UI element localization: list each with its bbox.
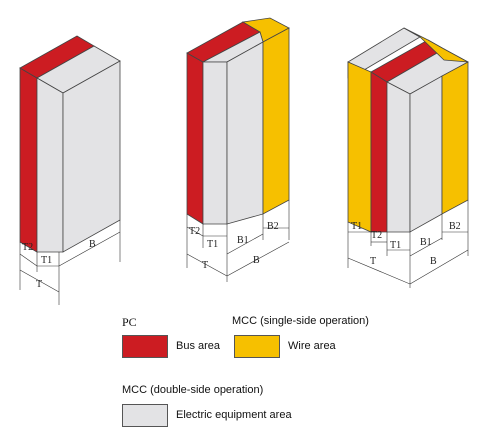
mcc-double-dimensions: T1 T2 T1 B1 B2 T B xyxy=(347,200,469,288)
pc-equipment-front xyxy=(36,77,64,253)
legend-equipment-label: Electric equipment area xyxy=(176,409,292,421)
mcc-double-bus-front xyxy=(370,71,388,233)
pc-equipment-side xyxy=(62,60,121,253)
mcc-single-cabinet xyxy=(186,17,290,225)
mcc-single-label-b2: B2 xyxy=(267,221,279,232)
mcc-double-wire-top-right xyxy=(403,27,469,63)
legend-bus-label: Bus area xyxy=(176,340,221,352)
mcc-single-eq-side xyxy=(226,41,264,225)
pc-cabinet xyxy=(19,35,121,253)
legend-mcc-double-title: MCC (double-side operation) xyxy=(122,384,264,396)
mcc-single-label-t: T xyxy=(202,260,208,271)
mcc-double-wire-front xyxy=(347,61,372,233)
mcc-double-label-b1: B1 xyxy=(420,237,432,248)
mcc-single-eq-front xyxy=(202,61,228,225)
mcc-double-cabinet xyxy=(347,27,469,233)
mcc-single-label-b: B xyxy=(253,255,260,266)
mcc-double-label-t2: T2 xyxy=(371,230,382,241)
legend-wire-label: Wire area xyxy=(288,340,336,352)
legend-wire-swatch xyxy=(234,335,280,358)
legend-bus-swatch xyxy=(122,335,168,358)
pc-bus-front xyxy=(19,67,38,253)
mcc-single-label-t1: T1 xyxy=(207,239,218,250)
mcc-double-eq-side xyxy=(409,75,443,233)
pc-label-t1: T1 xyxy=(41,255,52,266)
mcc-single-wire-side xyxy=(262,27,290,215)
mcc-single-label-b1: B1 xyxy=(237,235,249,246)
pc-label-t2: T2 xyxy=(22,242,33,253)
pc-label-t: T xyxy=(36,279,42,290)
mcc-single-label-t2: T2 xyxy=(189,226,200,237)
mcc-double-label-t: T xyxy=(370,256,376,267)
mcc-single-bus-front xyxy=(186,52,204,225)
mcc-double-label-b: B xyxy=(430,256,437,267)
mcc-double-eq-front xyxy=(386,81,411,233)
mcc-double-wire-side xyxy=(441,61,469,215)
mcc-double-label-t1: T1 xyxy=(390,240,401,251)
mcc-double-label-t1-left: T1 xyxy=(351,221,362,232)
mcc-double-label-b2: B2 xyxy=(449,221,461,232)
legend-mcc-single-title: MCC (single-side operation) xyxy=(232,315,369,327)
pc-label-b: B xyxy=(89,239,96,250)
legend-equipment-swatch xyxy=(122,404,168,427)
pc-dimensions: T2 T1 B T xyxy=(19,220,121,305)
mcc-single-dimensions: T2 T1 B1 B2 T B xyxy=(186,200,290,282)
legend-pc-title: PC xyxy=(122,315,137,329)
